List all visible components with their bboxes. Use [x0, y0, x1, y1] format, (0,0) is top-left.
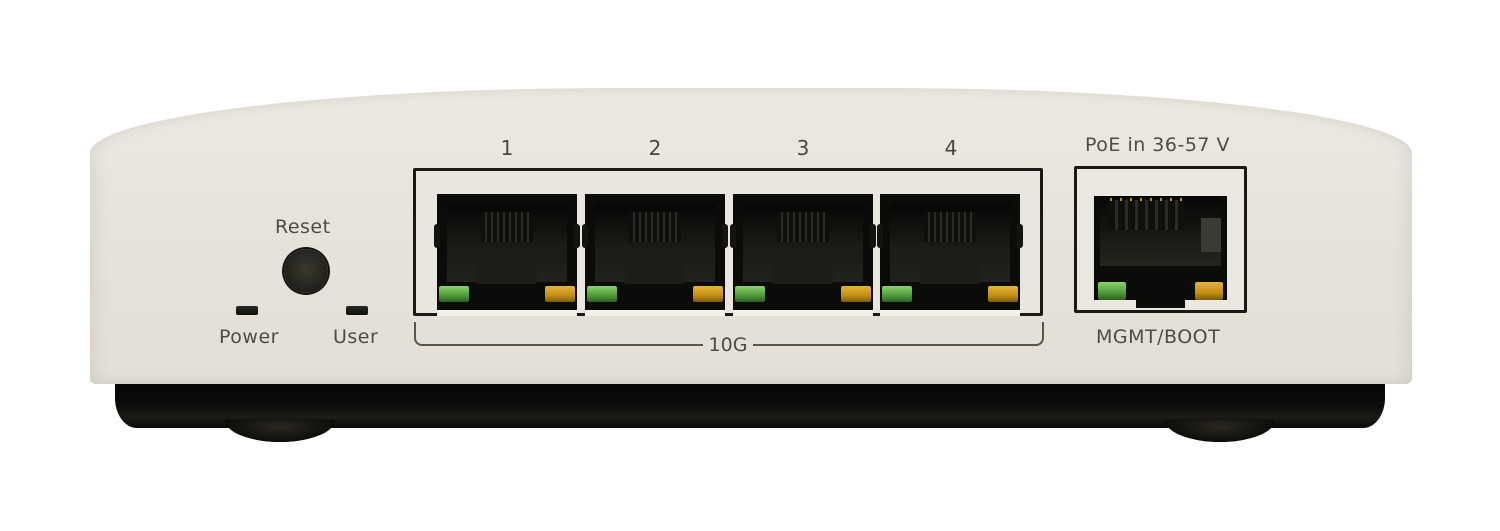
port-sill [733, 310, 873, 316]
port-pins [924, 212, 976, 242]
user-label: User [333, 326, 379, 348]
port-tab [582, 224, 588, 248]
port-number-2: 2 [648, 136, 662, 160]
port-contacts [1110, 198, 1186, 201]
ethernet-port-4[interactable] [877, 194, 1023, 316]
mgmt-boot-port[interactable] [1092, 196, 1229, 310]
port-group-label: 10G [703, 334, 753, 356]
port-pins [777, 212, 829, 242]
port-number-3: 3 [796, 136, 810, 160]
link-led-green [1098, 282, 1126, 300]
link-led-green [439, 286, 469, 302]
port-tab [870, 224, 876, 248]
port-latch [773, 256, 833, 284]
poe-input-label: PoE in 36-57 V [1085, 134, 1231, 156]
mgmt-boot-label: MGMT/BOOT [1096, 326, 1221, 348]
port-tab [434, 224, 440, 248]
port-tab [730, 224, 736, 248]
link-led-green [735, 286, 765, 302]
port-sill [437, 310, 577, 316]
port-number-1: 1 [500, 136, 514, 160]
ethernet-port-1[interactable] [434, 194, 580, 316]
activity-led-amber [545, 286, 575, 302]
ethernet-port-2[interactable] [582, 194, 728, 316]
user-led-indicator [346, 306, 368, 315]
port-latch [477, 256, 537, 284]
port-sill [585, 310, 725, 316]
port-tab [574, 224, 580, 248]
ethernet-port-3[interactable] [730, 194, 876, 316]
port-tab [877, 224, 883, 248]
link-led-green [587, 286, 617, 302]
port-tab [722, 224, 728, 248]
link-led-green [882, 286, 912, 302]
port-sill [880, 310, 1020, 316]
port-number-4: 4 [944, 136, 958, 160]
power-label: Power [219, 326, 279, 348]
rubber-foot-right [1165, 420, 1275, 442]
port-pins [1108, 200, 1184, 230]
reset-button[interactable] [284, 249, 328, 293]
rubber-foot-left [225, 420, 335, 442]
port-pins [629, 212, 681, 242]
port-latch [920, 256, 980, 284]
port-latch [625, 256, 685, 284]
port-skirt [1092, 300, 1136, 310]
activity-led-amber [1195, 282, 1223, 300]
activity-led-amber [693, 286, 723, 302]
activity-led-amber [988, 286, 1018, 302]
port-tab [1017, 224, 1023, 248]
port-pins [481, 212, 533, 242]
port-clip [1201, 218, 1221, 252]
power-led-indicator [236, 306, 258, 315]
reset-label: Reset [275, 216, 331, 238]
activity-led-amber [841, 286, 871, 302]
port-skirt [1185, 300, 1229, 310]
